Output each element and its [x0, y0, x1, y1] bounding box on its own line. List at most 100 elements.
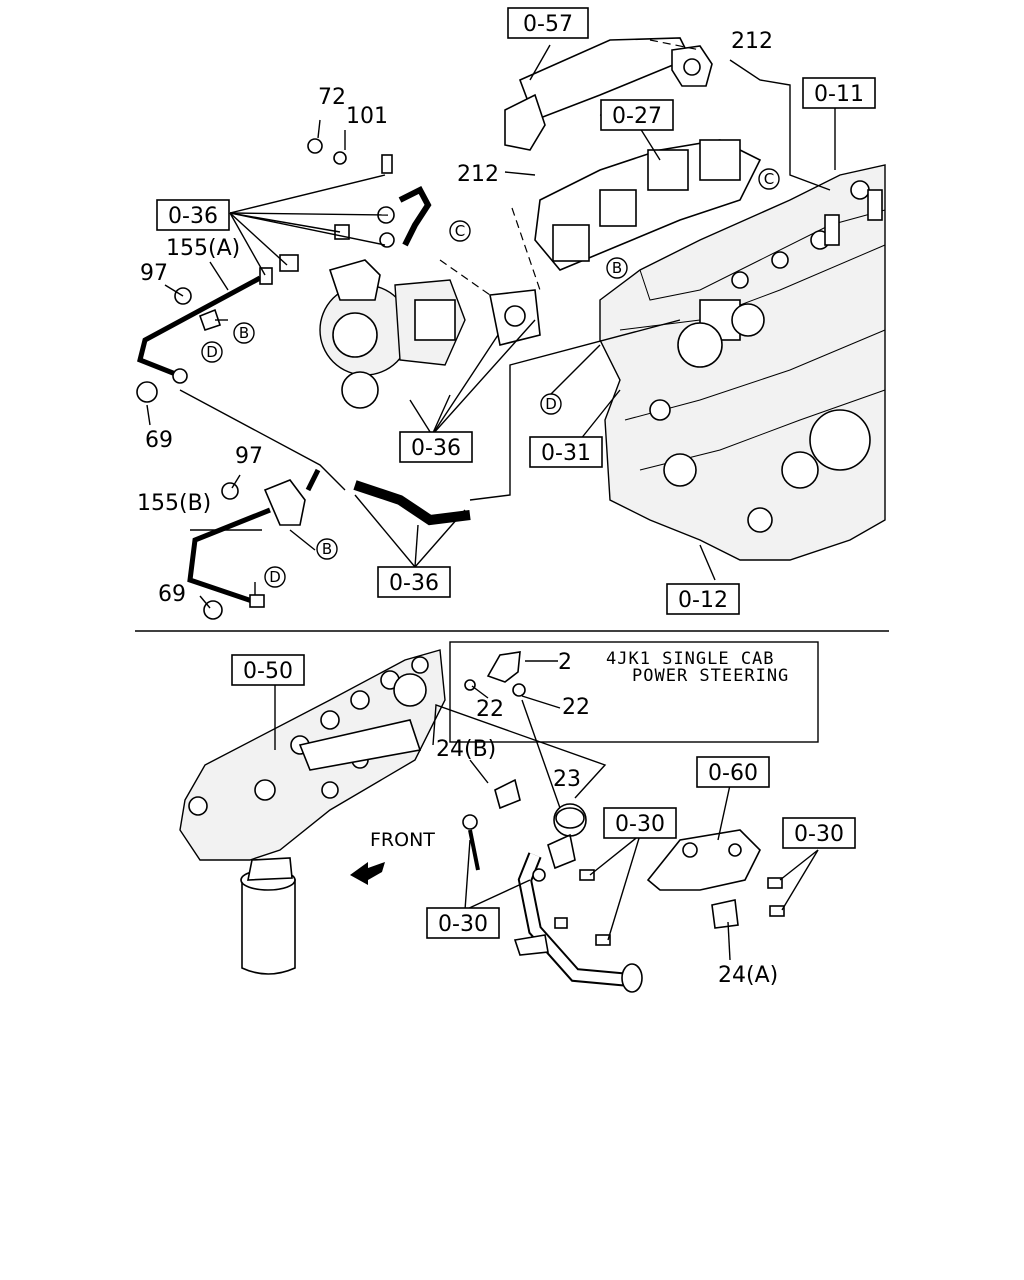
circle-ref-cD2: D [540, 393, 562, 415]
boxed-ref-text: 0-60 [708, 761, 758, 786]
boxed-ref-frame [399, 431, 473, 463]
front-label: FRONT [370, 829, 435, 851]
boxed-ref-b027: 0-27 [600, 99, 674, 131]
part-number-p155b: 155(B) [137, 491, 211, 516]
boxed-ref-b011: 0-11 [802, 77, 876, 109]
circle-ref-cB1: B [606, 257, 628, 279]
circle-ref-letter: C [764, 170, 774, 188]
boxed-ref-text: 0-31 [541, 441, 591, 466]
circle-ref-letter: B [322, 540, 332, 558]
water-pipe-lower [494, 778, 643, 993]
circle-ref-letter: B [239, 324, 249, 342]
bracket [646, 829, 761, 929]
part-number-p69b: 69 [158, 582, 186, 607]
boxed-ref-b031: 0-31 [529, 436, 603, 468]
boxed-ref-b030c: 0-30 [426, 907, 500, 939]
boxed-ref-frame [600, 99, 674, 131]
part-number-p24b: 24(B) [436, 737, 496, 762]
leader-lines-lower [274, 660, 819, 961]
exhaust-manifold [534, 139, 762, 271]
boxed-ref-frame [603, 807, 677, 839]
circle-ref-cC2: C [758, 168, 780, 190]
boxed-ref-b036a: 0-36 [156, 199, 230, 231]
boxed-ref-frame [782, 817, 856, 849]
part-number-p23: 23 [553, 767, 581, 792]
circle-ref-cB2: B [233, 322, 255, 344]
boxed-ref-frame [377, 566, 451, 598]
boxed-ref-frame [666, 583, 740, 615]
part-number-p22b: 22 [562, 695, 590, 720]
boxed-ref-frame [231, 654, 305, 686]
front-arrow-icon [350, 862, 385, 885]
boxed-ref-frame [696, 756, 770, 788]
boxed-ref-text: 0-57 [523, 12, 573, 37]
circle-ref-letter: C [455, 222, 465, 240]
boxed-ref-b030b: 0-30 [782, 817, 856, 849]
boxed-ref-text: 0-50 [243, 659, 293, 684]
boxed-ref-text: 0-36 [389, 571, 439, 596]
boxed-ref-text: 0-11 [814, 82, 864, 107]
circle-ref-letter: B [612, 259, 622, 277]
engine-block [599, 164, 886, 561]
boxed-ref-text: 0-12 [678, 588, 728, 613]
boxed-ref-text: 0-36 [411, 436, 461, 461]
circle-ref-ring [233, 322, 255, 344]
part-number-p2: 2 [558, 650, 572, 675]
boxed-ref-text: 0-27 [612, 104, 662, 129]
water-pipe-upper [307, 138, 432, 248]
boxed-ref-frame [802, 77, 876, 109]
part-number-p212a: 212 [731, 29, 773, 54]
part-number-p69a: 69 [145, 428, 173, 453]
part-number-p101: 101 [346, 104, 388, 129]
circle-ref-ring [201, 341, 223, 363]
egr-cooler [504, 37, 713, 151]
note-line-2: POWER STEERING [632, 666, 789, 686]
boxed-ref-text: 0-36 [168, 204, 218, 229]
circle-ref-ring [606, 257, 628, 279]
boxed-ref-b036b: 0-36 [399, 431, 473, 463]
part-number-p212b: 212 [457, 162, 499, 187]
oil-filter [240, 857, 296, 975]
boxed-reference-labels: 0-57 0-11 0-27 0-36 0-36 0-31 0-36 0-12 0-50 0-60… [156, 7, 876, 939]
oil-pipe-155a [136, 254, 299, 403]
note-box [449, 641, 819, 743]
boxed-ref-b012: 0-12 [666, 583, 740, 615]
water-hose-lower [305, 468, 471, 526]
boxed-ref-frame [426, 907, 500, 939]
part-number-p155a: 155(A) [166, 236, 240, 261]
part-number-p72: 72 [318, 85, 346, 110]
boxed-ref-frame [529, 436, 603, 468]
circle-ref-letter: D [206, 343, 218, 361]
boxed-ref-frame [156, 199, 230, 231]
boxed-ref-b030a: 0-30 [603, 807, 677, 839]
boxed-ref-b060: 0-60 [696, 756, 770, 788]
boxed-ref-b057: 0-57 [507, 7, 589, 39]
circled-reference-letters: C C B B B D D D [201, 168, 780, 588]
oil-cooler [179, 649, 446, 861]
boxed-ref-frame [507, 7, 589, 39]
part-number-p97a: 97 [140, 261, 168, 286]
circle-ref-letter: D [269, 568, 281, 586]
circle-ref-cD3: D [264, 566, 286, 588]
bolts-lower [462, 803, 785, 946]
circle-ref-cB3: B [316, 538, 338, 560]
part-number-p24a: 24(A) [718, 963, 778, 988]
circle-ref-cD1: D [201, 341, 223, 363]
part-number-p22a: 22 [476, 697, 504, 722]
circle-ref-ring [758, 168, 780, 190]
circle-ref-cC1: C [449, 220, 471, 242]
circle-ref-letter: D [545, 395, 557, 413]
boxed-ref-text: 0-30 [438, 912, 488, 937]
hose-part-2 [464, 651, 526, 697]
boxed-ref-b050: 0-50 [231, 654, 305, 686]
circle-ref-ring [316, 538, 338, 560]
part-number-p97b: 97 [235, 444, 263, 469]
leader-lines-upper [146, 44, 836, 609]
note-line-1: 4JK1 SINGLE CAB [606, 649, 775, 669]
boxed-ref-text: 0-30 [615, 812, 665, 837]
boxed-ref-text: 0-30 [794, 822, 844, 847]
circle-ref-ring [264, 566, 286, 588]
